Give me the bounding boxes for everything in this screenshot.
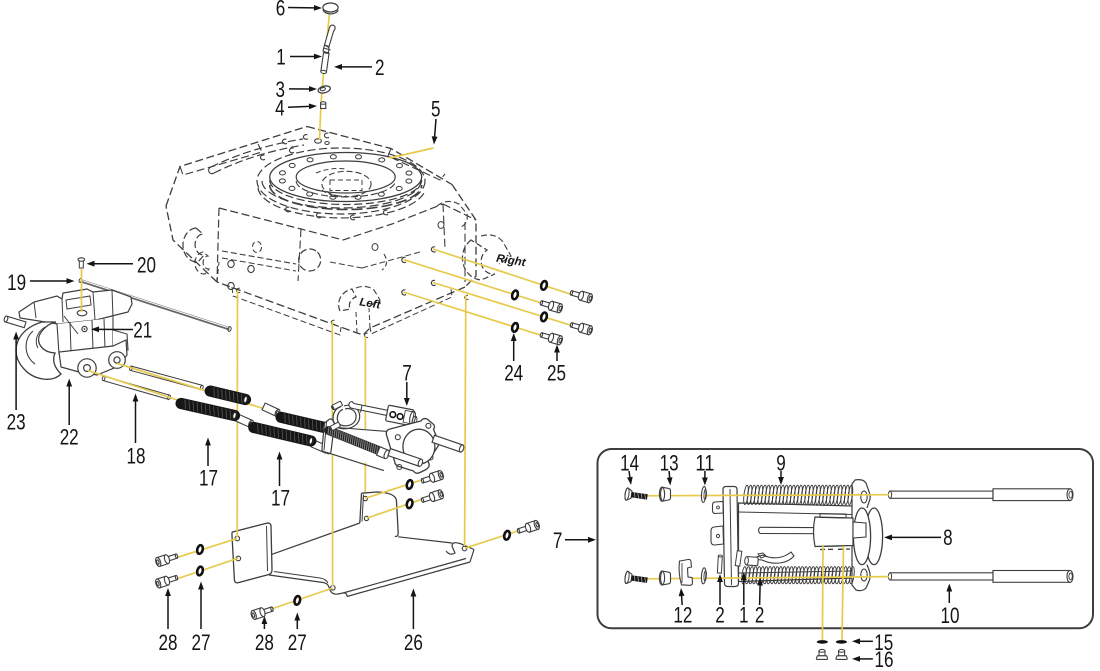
svg-text:16: 16 — [875, 647, 894, 671]
svg-text:14: 14 — [620, 451, 639, 476]
svg-text:25: 25 — [547, 361, 566, 386]
svg-text:26: 26 — [404, 630, 423, 655]
svg-text:18: 18 — [127, 444, 146, 469]
svg-text:2: 2 — [715, 602, 725, 627]
svg-text:27: 27 — [192, 630, 211, 655]
svg-text:7: 7 — [553, 528, 563, 553]
svg-text:2: 2 — [375, 55, 385, 80]
svg-text:11: 11 — [695, 451, 714, 476]
svg-text:1: 1 — [276, 45, 286, 70]
svg-text:4: 4 — [275, 96, 285, 121]
svg-text:7: 7 — [402, 361, 412, 386]
svg-text:28: 28 — [159, 630, 178, 655]
svg-text:20: 20 — [137, 252, 156, 277]
svg-text:21: 21 — [133, 318, 152, 343]
svg-text:Left: Left — [358, 296, 382, 311]
svg-text:8: 8 — [943, 525, 953, 550]
svg-text:6: 6 — [276, 0, 286, 21]
svg-text:1: 1 — [739, 602, 749, 627]
svg-text:5: 5 — [431, 97, 441, 122]
svg-text:17: 17 — [271, 486, 290, 511]
svg-text:19: 19 — [7, 270, 26, 295]
svg-text:13: 13 — [660, 451, 679, 476]
svg-text:Right: Right — [495, 253, 527, 270]
svg-text:23: 23 — [7, 410, 26, 435]
svg-text:15: 15 — [874, 630, 893, 655]
svg-text:28: 28 — [255, 630, 274, 655]
svg-text:24: 24 — [504, 361, 523, 386]
svg-text:9: 9 — [776, 451, 786, 476]
svg-text:27: 27 — [288, 630, 307, 655]
svg-text:2: 2 — [755, 602, 765, 627]
svg-text:12: 12 — [673, 602, 692, 627]
svg-text:22: 22 — [60, 424, 79, 449]
svg-text:3: 3 — [276, 77, 286, 102]
svg-text:17: 17 — [199, 466, 218, 491]
svg-text:10: 10 — [941, 603, 960, 628]
